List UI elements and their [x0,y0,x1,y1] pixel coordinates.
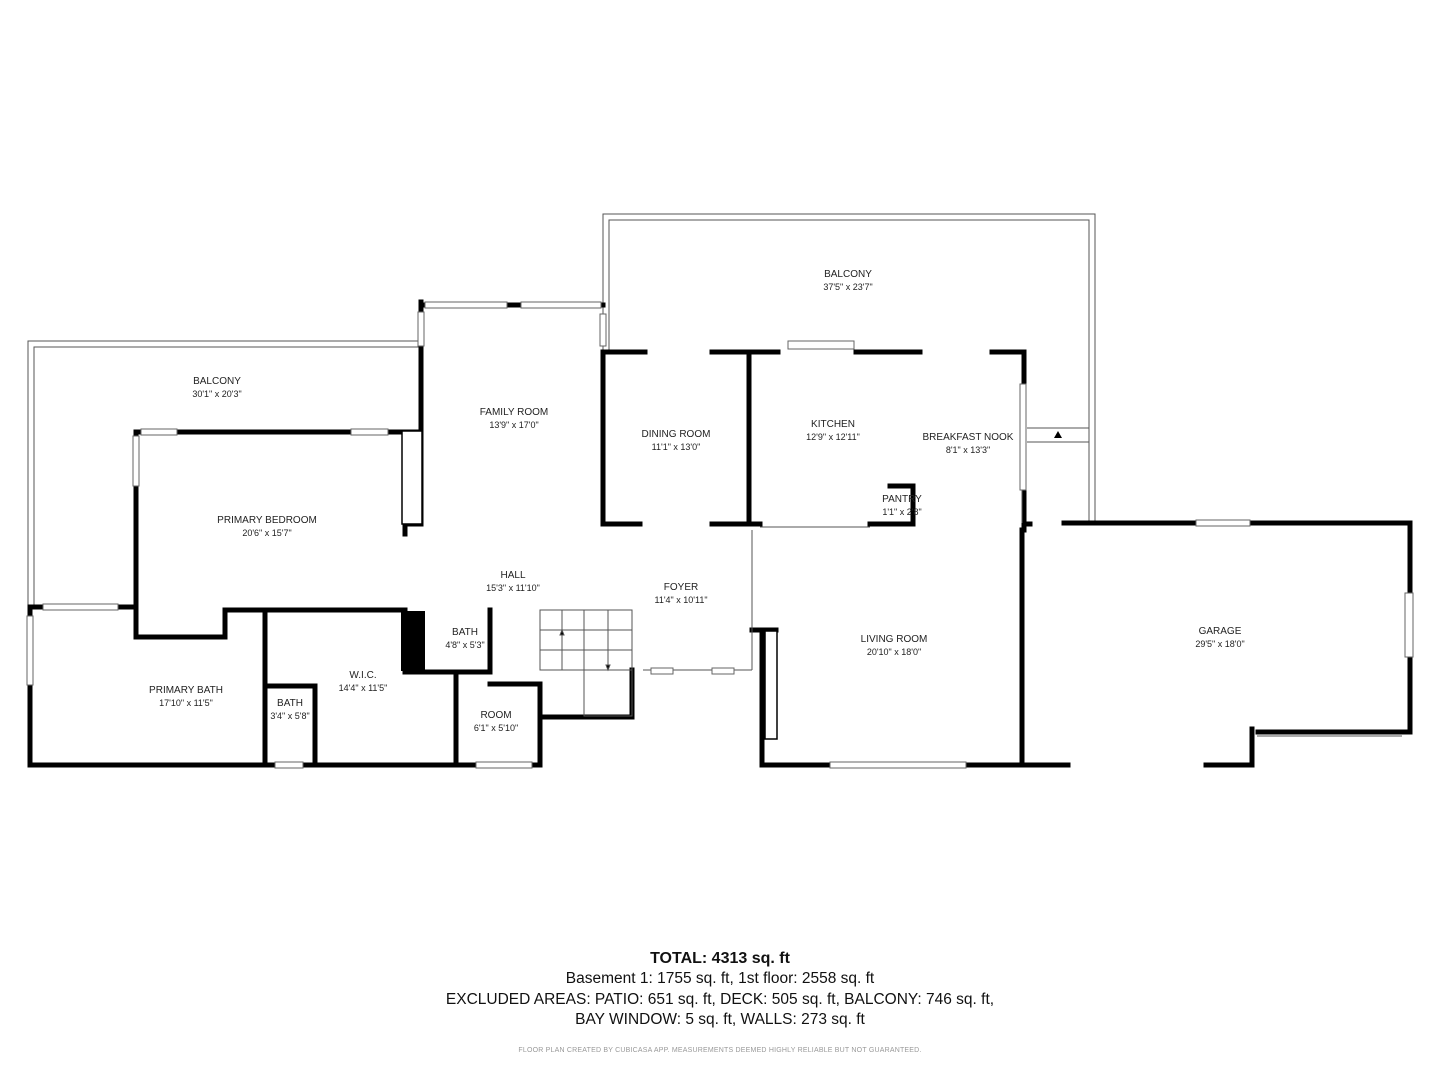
walls [27,299,1413,768]
balcony-top-dims: 37'5" x 23'7" [823,282,872,292]
bath-primary-name: BATH [277,698,303,709]
family-room-name: FAMILY ROOM [480,407,549,418]
excluded-areas-2: BAY WINDOW: 5 sq. ft, WALLS: 273 sq. ft [575,1011,865,1028]
dining-room-name: DINING ROOM [642,429,711,440]
hall-dims: 15'3" x 11'10" [486,583,540,593]
primary-bedroom-dims: 20'6" x 15'7" [242,528,291,538]
room-name: ROOM [480,710,511,721]
kitchen-name: KITCHEN [811,419,855,430]
balcony-stair-arrow [1054,431,1062,438]
garage-dims: 29'5" x 18'0" [1195,639,1244,649]
balcony-left-dims: 30'1" x 20'3" [192,389,241,399]
fireplace-living [764,630,778,740]
breakfast-nook-dims: 8'1" x 13'3" [946,445,990,455]
balcony-left-outline [27,340,421,607]
primary-bedroom-name: PRIMARY BEDROOM [217,515,317,526]
balcony-top-outline [602,213,1096,523]
bath-small-name: BATH [452,627,478,638]
bath-primary-dims: 3'4" x 5'8" [270,711,309,721]
total-area: TOTAL: 4313 sq. ft [650,950,790,967]
floor-areas: Basement 1: 1755 sq. ft, 1st floor: 2558… [565,970,875,987]
wic-name: W.I.C. [349,670,376,681]
wall-chunk [401,611,425,671]
breakfast-nook-name: BREAKFAST NOOK [923,432,1014,443]
area-summary: TOTAL: 4313 sq. ft Basement 1: 1755 sq. … [0,948,1440,1054]
room-dims: 6'1" x 5'10" [474,723,518,733]
garage-name: GARAGE [1199,626,1242,637]
stairs [539,609,633,717]
disclaimer: FLOOR PLAN CREATED BY CUBICASA APP. MEAS… [518,1046,922,1054]
living-room-dims: 20'10" x 18'0" [867,647,921,657]
windows [26,301,1414,769]
foyer-dims: 11'4" x 10'11" [654,595,707,605]
primary-bath-dims: 17'10" x 11'5" [159,698,213,708]
balcony-top-name: BALCONY [824,269,872,280]
dining-room-dims: 11'1" x 13'0" [652,442,701,452]
hall-name: HALL [500,570,525,581]
foyer-name: FOYER [664,582,698,593]
pantry-name: PANTRY [882,494,922,505]
family-room-dims: 13'9" x 17'0" [489,420,538,430]
excluded-areas-1: EXCLUDED AREAS: PATIO: 651 sq. ft, DECK:… [445,990,995,1008]
kitchen-dims: 12'9" x 12'11" [806,432,860,442]
balcony-left-name: BALCONY [193,376,241,387]
primary-bath-name: PRIMARY BATH [149,685,223,696]
wic-dims: 14'4" x 11'5" [339,683,388,693]
bath-small-dims: 4'8" x 5'3" [445,640,484,650]
living-room-name: LIVING ROOM [861,634,928,645]
pantry-dims: 1'1" x 2'8" [882,507,921,517]
room-labels: BALCONY 37'5" x 23'7" BALCONY 30'1" x 20… [149,269,1245,733]
fireplace-bedroom [401,430,423,525]
